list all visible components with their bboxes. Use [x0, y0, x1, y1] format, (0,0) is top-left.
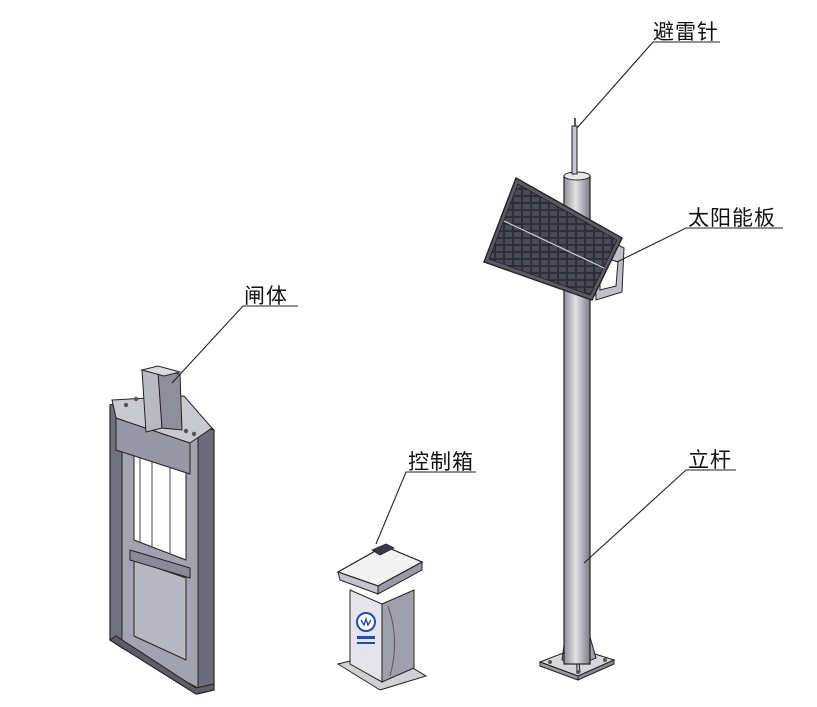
label-gate-body: 闸体 — [244, 284, 288, 308]
label-lightning-rod: 避雷针 — [653, 20, 719, 44]
label-control-box: 控制箱 — [408, 450, 474, 474]
label-solar-panel: 太阳能板 — [688, 206, 776, 230]
gate-body — [109, 365, 215, 695]
leader-lightning-rod — [576, 41, 720, 129]
lightning-rod — [571, 118, 578, 175]
leader-lines — [171, 41, 783, 564]
leader-pole — [583, 469, 736, 564]
solar-panel — [483, 176, 625, 301]
leader-solar-panel — [616, 227, 783, 263]
control-box — [336, 543, 428, 691]
display-icon — [371, 543, 395, 556]
leader-gate-body — [171, 305, 298, 384]
logo-icon — [356, 612, 376, 632]
label-pole: 立杆 — [688, 448, 732, 472]
leader-control-box — [375, 471, 476, 545]
